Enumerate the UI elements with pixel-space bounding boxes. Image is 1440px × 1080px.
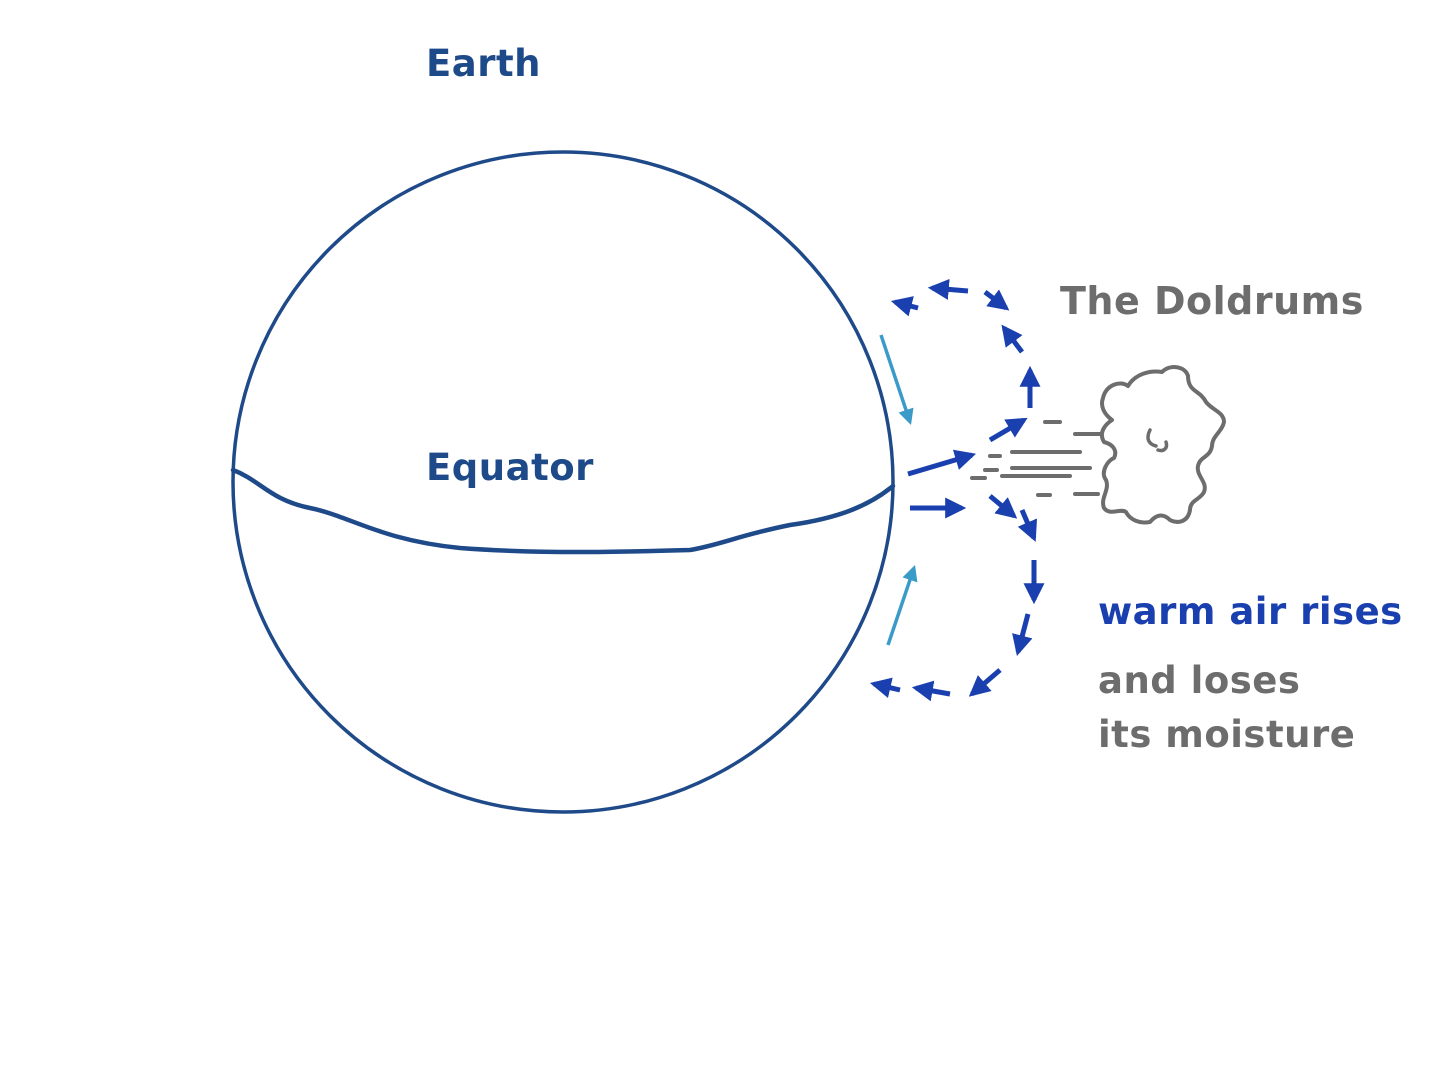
- sinking-arrow-7: [869, 677, 901, 699]
- sinking-arrow-5: [968, 668, 1002, 697]
- earth-globe: [231, 150, 895, 814]
- sinking-arrow-2: [1017, 509, 1038, 542]
- equator-label: Equator: [426, 446, 594, 489]
- surface-wind-arrow-south: [886, 565, 918, 646]
- warm-air-rises-label: warm air rises: [1098, 590, 1403, 633]
- rising-arrow-6: [890, 296, 919, 317]
- loses-moisture-label-line1: and loses: [1098, 659, 1301, 702]
- cloud-icon: [1099, 365, 1226, 525]
- rising-arrow-5: [927, 278, 969, 300]
- sinking-arrow-1: [988, 494, 1018, 519]
- moisture-dashes: [970, 420, 1102, 497]
- rising-arrow-1: [988, 417, 1028, 443]
- sinking-arrow-4: [1012, 613, 1033, 657]
- loses-moisture-label-line2: its moisture: [1098, 713, 1356, 756]
- doldrums-label: The Doldrums: [1060, 279, 1364, 323]
- converging-arrow-upper: [907, 449, 977, 477]
- sinking-arrow-6: [911, 680, 951, 702]
- rising-arrow-4: [983, 289, 1010, 311]
- rising-arrow-3: [1001, 324, 1024, 354]
- earth-label: Earth: [426, 42, 542, 85]
- surface-wind-arrow-north: [879, 334, 914, 425]
- equator-line: [230, 467, 896, 555]
